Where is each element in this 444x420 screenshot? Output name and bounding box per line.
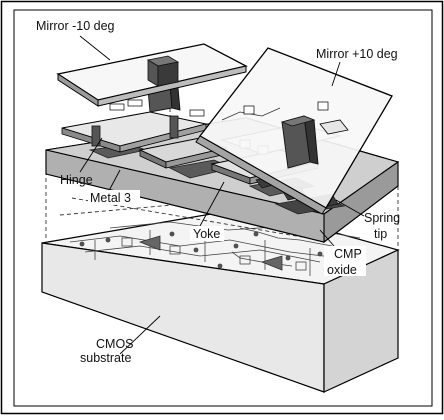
label-mirror-minus-10: Mirror -10 deg [36, 19, 115, 33]
label-spring-tip-line2: tip [374, 227, 387, 241]
label-cmos-line2: substrate [80, 351, 131, 365]
cmp-label-bg [324, 246, 366, 276]
label-spring-tip-line1: Spring [364, 211, 400, 225]
label-hinge: Hinge [60, 173, 93, 187]
label-cmos-line1: CMOS [96, 337, 134, 351]
label-cmp-line2: oxide [327, 263, 357, 277]
mirror-minus-10 [56, 43, 248, 113]
yoke-label-bg [190, 226, 224, 241]
cmos-circuitry [69, 221, 361, 276]
inner-border [13, 9, 433, 407]
leader-lines [79, 35, 365, 355]
label-mirror-plus-10: Mirror +10 deg [316, 47, 398, 61]
mirror-plus-10 [195, 47, 393, 215]
label-yoke: Yoke [193, 227, 220, 241]
label-cmp-line1: CMP [334, 247, 362, 261]
metal3-label-bg [88, 190, 140, 205]
label-metal-3: Metal 3 [90, 191, 131, 205]
